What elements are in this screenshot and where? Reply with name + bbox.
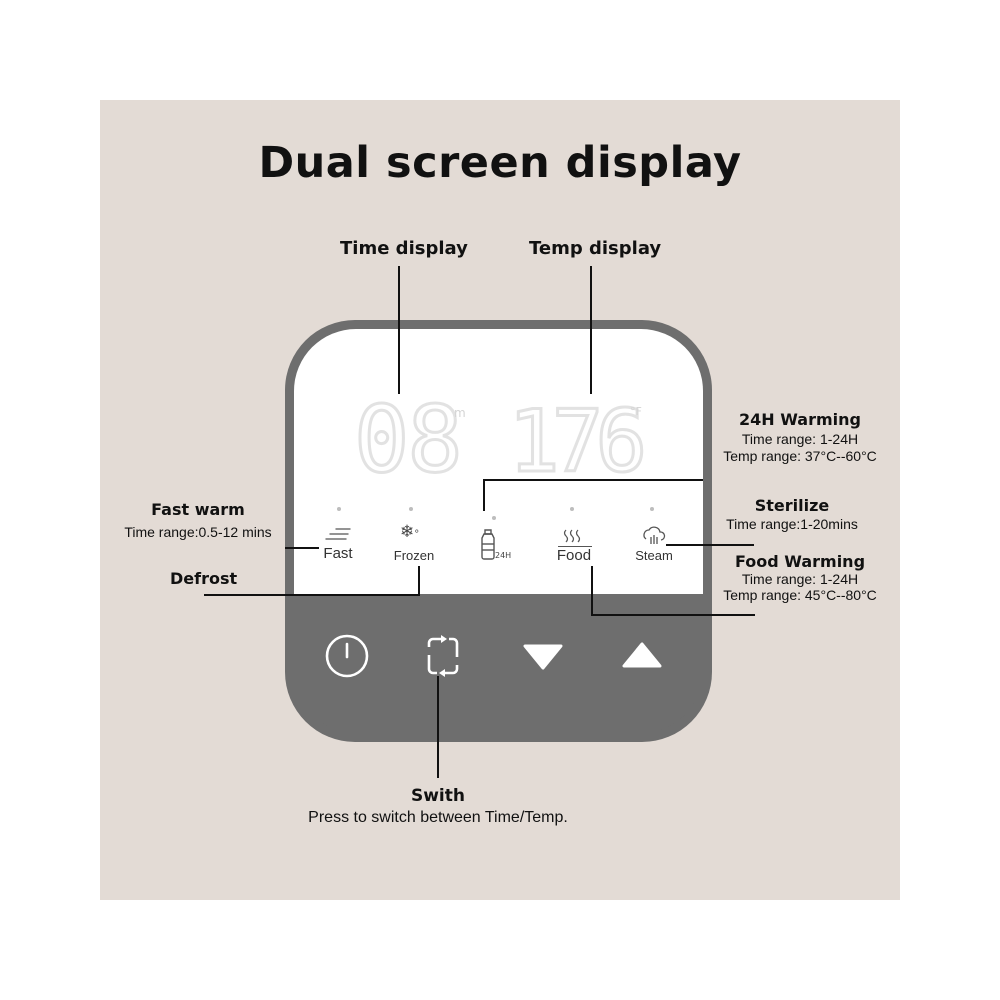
warming24-title: 24H Warming	[739, 410, 861, 429]
mode-steam-label[interactable]: Steam	[635, 548, 673, 563]
temp-value: 176	[508, 395, 643, 485]
time-unit: m	[454, 406, 466, 420]
temp-digits: 176 °F	[508, 395, 652, 485]
time-value: 08	[354, 395, 461, 485]
display-screen	[294, 329, 703, 594]
warming24-temp: Temp range: 37°C--60°C	[723, 448, 877, 464]
sterilize-title: Sterilize	[754, 496, 830, 515]
warming24-time: Time range: 1-24H	[741, 431, 859, 447]
power-icon	[325, 634, 369, 678]
food-warming-callout: Food Warming Time range: 1-24H Temp rang…	[700, 552, 900, 603]
mode-dot-frozen	[409, 507, 413, 511]
food-warming-title: Food Warming	[734, 552, 866, 571]
fast-warm-time: Time range:0.5-12 mins	[124, 524, 272, 540]
time-display-leader	[398, 266, 400, 394]
mode-fast-label[interactable]: Fast	[323, 545, 353, 562]
snowflake-icon: ❄°	[400, 522, 420, 542]
food-steam-icon	[560, 527, 586, 547]
fast-warm-callout: Fast warm Time range:0.5-12 mins	[108, 500, 288, 540]
mode-food-label[interactable]: Food	[556, 547, 592, 564]
temp-display-label: Temp display	[529, 238, 662, 259]
temp-display-leader	[590, 266, 592, 394]
warming24-callout: 24H Warming Time range: 1-24H Temp range…	[700, 410, 900, 464]
food-warming-leader-h	[591, 614, 755, 616]
fast-lines-icon	[322, 525, 356, 545]
defrost-leader-h	[204, 594, 420, 596]
mode-24h-label: 24H	[495, 551, 511, 560]
time-display-label: Time display	[340, 238, 468, 259]
warming24-leader-v	[483, 479, 485, 511]
up-arrow-icon	[622, 642, 662, 668]
sterilize-callout: Sterilize Time range:1-20mins	[708, 496, 876, 532]
food-warming-temp: Temp range: 45°C--80°C	[723, 587, 877, 603]
mode-dot-24h	[492, 516, 496, 520]
food-warming-leader-v	[591, 566, 593, 616]
switch-callout: Swith Press to switch between Time/Temp.	[260, 786, 616, 827]
food-warming-time: Time range: 1-24H	[741, 571, 859, 587]
down-button[interactable]	[521, 642, 567, 672]
mode-dot-steam	[650, 507, 654, 511]
switch-leader	[437, 676, 439, 778]
time-digits: 08 m	[354, 395, 466, 485]
fast-warm-leader	[285, 547, 319, 549]
switch-button[interactable]	[420, 633, 466, 679]
up-button[interactable]	[620, 640, 666, 670]
switch-desc: Press to switch between Time/Temp.	[308, 809, 568, 826]
warming24-leader-h	[483, 479, 703, 481]
mode-dot-food	[570, 507, 574, 511]
switch-title: Swith	[410, 786, 465, 806]
sterilize-leader	[666, 544, 754, 546]
cloud-steam-icon	[640, 525, 668, 547]
bottle-icon[interactable]: 24H	[476, 527, 512, 563]
power-button[interactable]	[324, 633, 370, 679]
mode-frozen-label[interactable]: Frozen	[393, 548, 435, 563]
down-arrow-icon	[523, 644, 563, 670]
switch-cycle-icon	[427, 635, 459, 677]
mode-dot-fast	[337, 507, 341, 511]
defrost-leader-v	[418, 566, 420, 596]
page-title: Dual screen display	[258, 138, 742, 188]
food-base-line	[558, 546, 592, 547]
sterilize-time: Time range:1-20mins	[726, 516, 858, 532]
temp-unit: °F	[630, 405, 642, 418]
defrost-title: Defrost	[170, 569, 238, 588]
fast-warm-title: Fast warm	[151, 500, 245, 519]
device-panel: 08 m 176 °F Fast ❄° Frozen 24H Food	[294, 329, 703, 733]
